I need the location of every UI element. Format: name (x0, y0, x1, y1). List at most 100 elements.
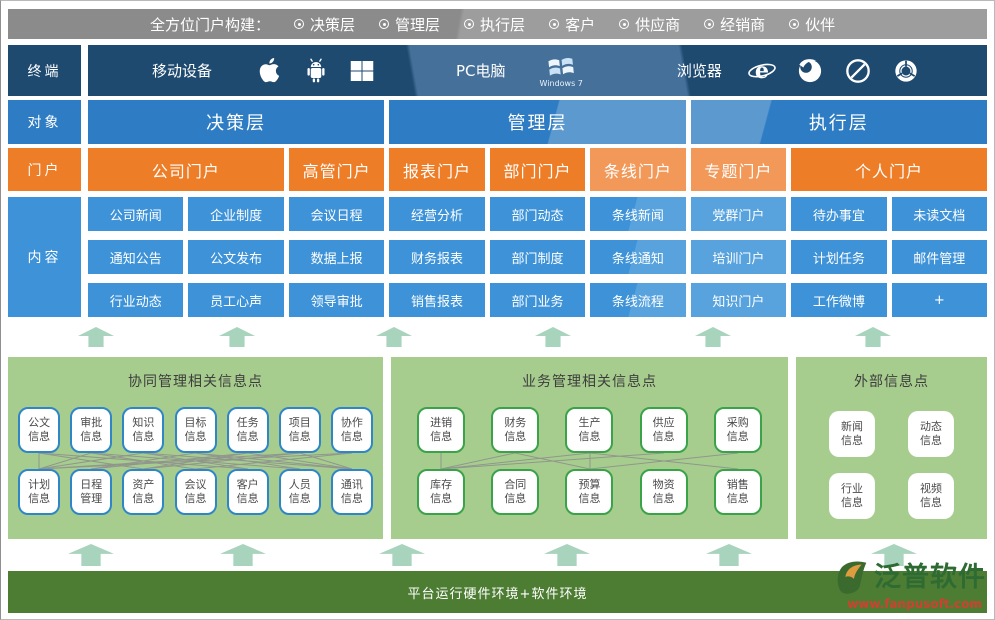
ring-bullet-icon (789, 19, 800, 29)
content-item: 培训门户 (690, 240, 787, 274)
android-icon (300, 55, 332, 87)
target-row-label: 对象 (8, 100, 81, 144)
info-box: 会议 信息 (174, 469, 217, 515)
apple-icon (254, 55, 286, 87)
info-box: 供应 信息 (639, 407, 688, 453)
content-item: 数据上报 (288, 240, 385, 274)
chrome-icon (890, 55, 922, 87)
portal-box-executive: 高管门户 (288, 148, 385, 191)
pc-label: PC电脑 (456, 62, 506, 80)
ring-bullet-icon (619, 19, 630, 29)
info-box: 财务 信息 (491, 407, 540, 453)
content-item: 员工心声 (188, 283, 284, 317)
top-banner: 全方位门户构建： 决策层 管理层 执行层 客户 供应商 经销商 伙伴 (8, 9, 987, 39)
up-arrow-icon (219, 327, 255, 347)
content-item: 计划任务 (791, 240, 887, 274)
info-box: 协作 信息 (330, 407, 373, 453)
info-sections: 协同管理相关信息点 公文 信息 审批 信息 知识 信息 (8, 357, 987, 539)
target-box-execution: 执行层 (690, 100, 987, 144)
content-item: 工作微博 (791, 283, 887, 317)
content-item: 领导审批 (288, 283, 385, 317)
banner-item: 管理层 (379, 14, 440, 35)
banner-item-label: 供应商 (635, 15, 681, 34)
content-item: 公文发布 (188, 240, 284, 274)
windows7-logo: Windows 7 (540, 54, 583, 88)
platform-bar: 平台运行硬件环境+软件环境 (8, 571, 987, 613)
content-item: 条线流程 (590, 283, 686, 317)
collab-info-section: 协同管理相关信息点 公文 信息 审批 信息 知识 信息 (8, 357, 383, 539)
content-item: 党群门户 (690, 197, 787, 231)
content-item: 未读文档 (891, 197, 987, 231)
collab-section-title: 协同管理相关信息点 (128, 374, 263, 390)
info-box: 进销 信息 (417, 407, 466, 453)
content-item: 条线新闻 (590, 197, 686, 231)
info-box: 公文 信息 (18, 407, 61, 453)
banner-item: 伙伴 (789, 14, 835, 35)
target-box-decision: 决策层 (88, 100, 385, 144)
svg-text:e: e (755, 58, 769, 84)
up-arrow-icon (695, 327, 731, 347)
up-arrow-icon (535, 327, 571, 347)
info-box: 预算 信息 (565, 469, 614, 515)
business-section-title: 业务管理相关信息点 (522, 374, 657, 390)
vendor-url[interactable]: www.fanpusoft.com (847, 597, 982, 611)
lower-arrow-band (8, 539, 987, 571)
upper-arrow-band (8, 317, 987, 357)
content-item: 会议日程 (288, 197, 385, 231)
terminal-bar: 移动设备 (88, 45, 987, 96)
info-box: 审批 信息 (70, 407, 113, 453)
windows7-flag-icon (548, 57, 575, 76)
content-item: 知识门户 (690, 283, 787, 317)
info-box: 行业 信息 (829, 473, 875, 519)
external-info-section: 外部信息点 新闻 信息 动态 信息 行业 信息 视频 信息 (796, 357, 987, 539)
content-item: 待办事宜 (791, 197, 887, 231)
banner-item-label: 伙伴 (805, 15, 836, 34)
banner-item-label: 经销商 (720, 15, 766, 34)
info-box: 客户 信息 (226, 469, 269, 515)
banner-item-label: 决策层 (310, 15, 356, 34)
info-box: 计划 信息 (18, 469, 61, 515)
terminal-row-label: 终端 (8, 45, 81, 96)
banner-item-label: 管理层 (395, 15, 441, 34)
content-item: 通知公告 (88, 240, 184, 274)
content-row-label: 内容 (8, 197, 81, 317)
content-item: 条线通知 (590, 240, 686, 274)
banner-title: 全方位门户构建： (150, 15, 271, 34)
portal-box-report: 报表门户 (389, 148, 485, 191)
portal-box-department: 部门门户 (489, 148, 586, 191)
up-arrow-icon (855, 327, 891, 347)
portal-box-topic: 专题门户 (690, 148, 787, 191)
terminal-row: 终端 移动设备 (8, 45, 987, 96)
firefox-icon (794, 55, 826, 87)
banner-item: 执行层 (464, 14, 525, 35)
banner-item: 供应商 (619, 14, 680, 35)
content-grid: 公司新闻 企业制度 会议日程 经营分析 部门动态 条线新闻 党群门户 待办事宜 … (88, 197, 987, 317)
portal-row-label: 门户 (8, 148, 81, 191)
content-item: 部门动态 (489, 197, 586, 231)
content-item: 部门业务 (489, 283, 586, 317)
windows-icon (346, 55, 378, 87)
info-box: 生产 信息 (565, 407, 614, 453)
banner-item: 客户 (549, 14, 595, 35)
vendor-watermark: 泛普软件 www.fanpusoft.com (834, 558, 986, 611)
target-box-management: 管理层 (389, 100, 686, 144)
info-box: 任务 信息 (226, 407, 269, 453)
info-box: 库存 信息 (417, 469, 466, 515)
portal-row: 门户 公司门户 高管门户 报表门户 部门门户 条线门户 专题门户 个人门户 (8, 148, 987, 191)
content-item: 经营分析 (389, 197, 485, 231)
banner-item: 经销商 (704, 14, 765, 35)
vendor-name: 泛普软件 (874, 561, 986, 593)
up-arrow-icon (544, 544, 590, 566)
platform-bar-label: 平台运行硬件环境+软件环境 (407, 586, 588, 602)
up-arrow-icon (78, 327, 114, 347)
ie-icon: e (746, 55, 778, 87)
ring-bullet-icon (379, 19, 390, 29)
target-row: 对象 决策层 管理层 执行层 (8, 100, 987, 144)
info-box: 新闻 信息 (829, 411, 875, 457)
content-row: 内容 公司新闻 企业制度 会议日程 经营分析 部门动态 条线新闻 党群门户 待办… (8, 197, 987, 317)
info-box: 销售 信息 (713, 469, 762, 515)
ring-bullet-icon (549, 19, 560, 29)
content-item: 部门制度 (489, 240, 586, 274)
content-item: 行业动态 (88, 283, 184, 317)
